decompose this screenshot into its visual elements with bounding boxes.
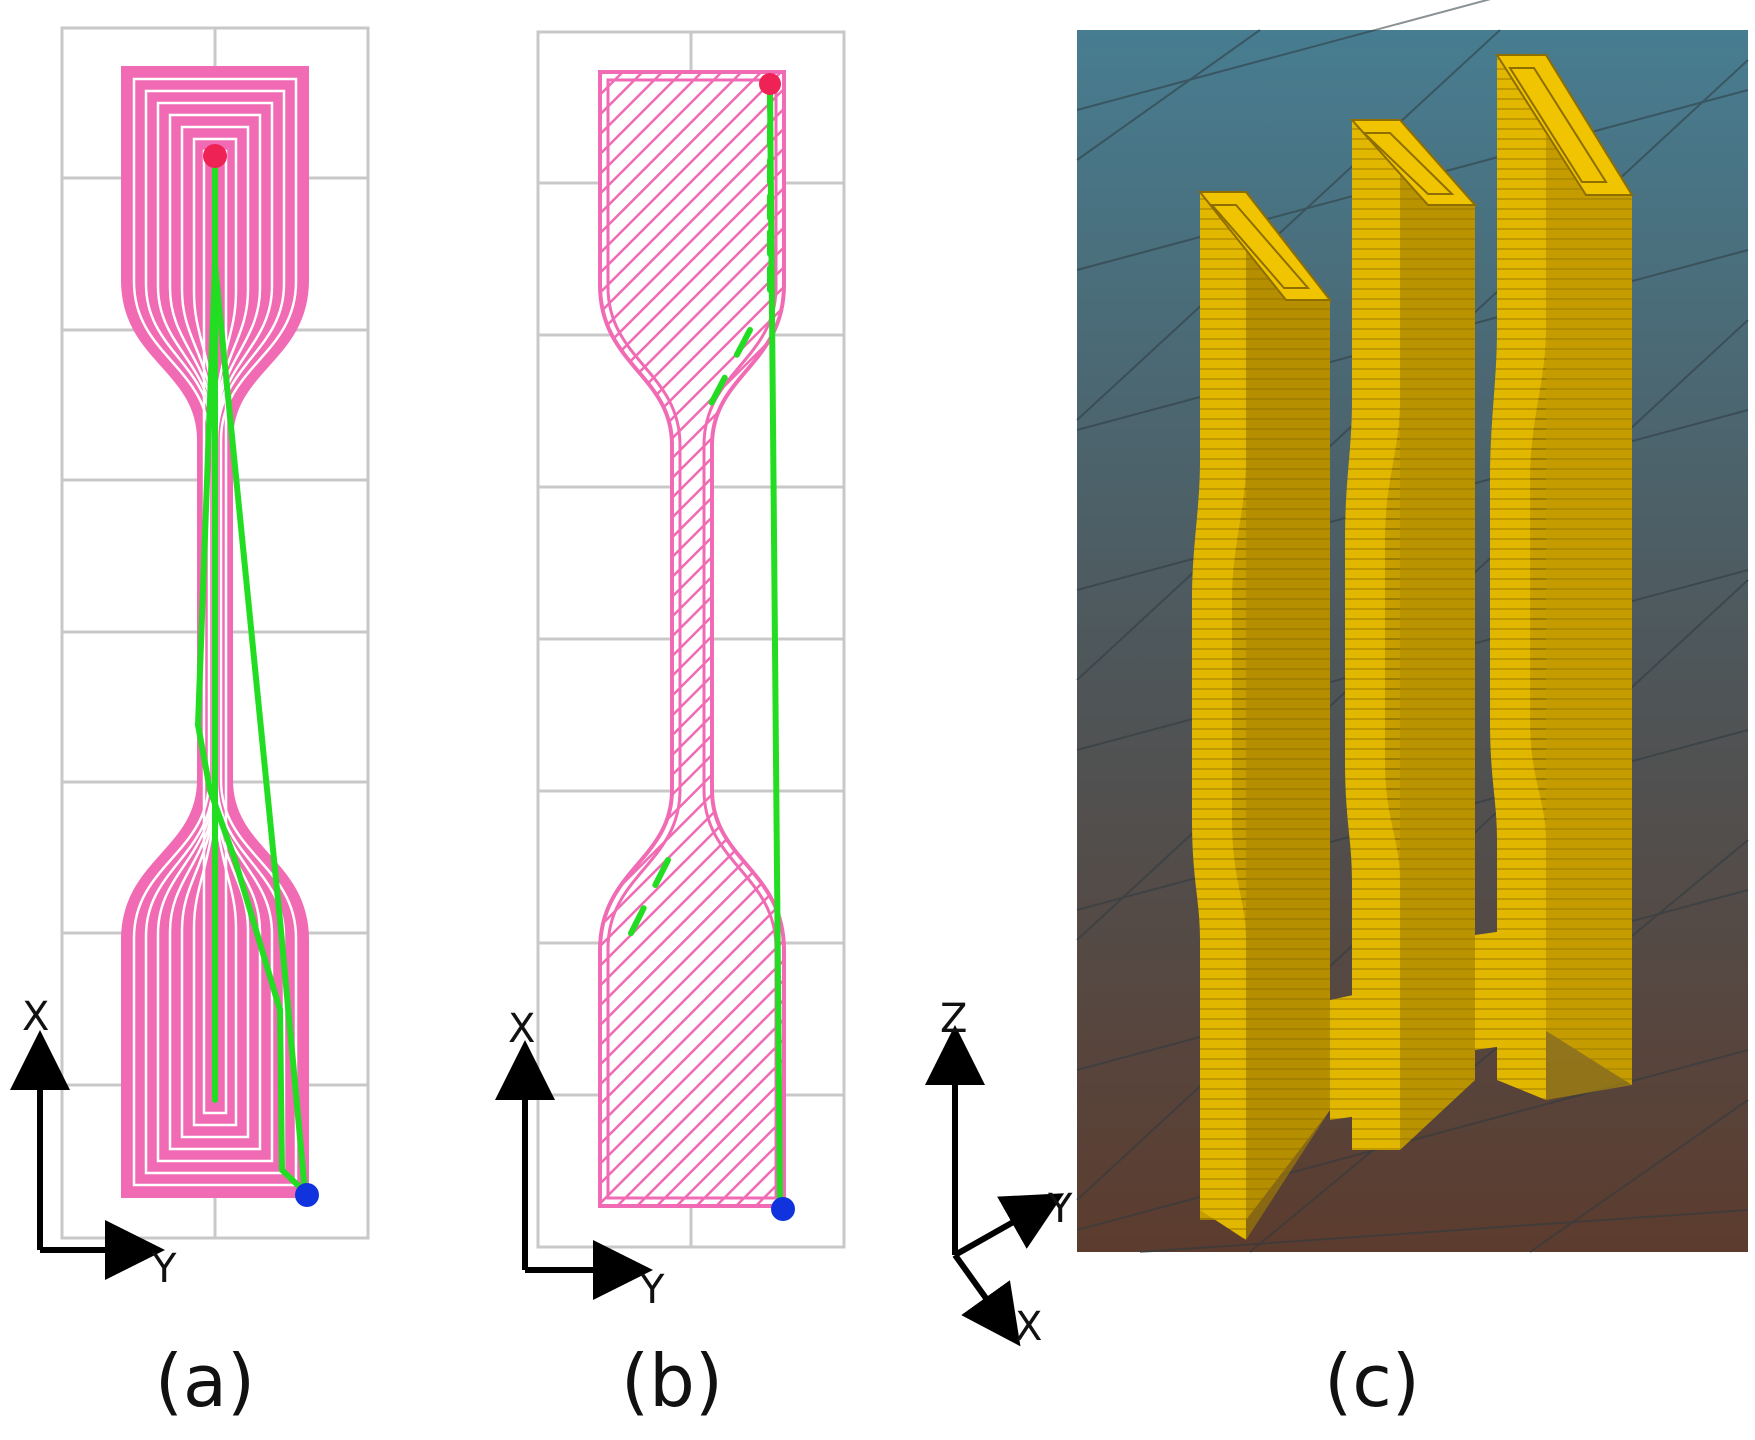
panel-b-caption: (b)	[621, 1339, 723, 1423]
panel-a-axis-y-label: Y	[151, 1246, 177, 1292]
panel-b-start-point	[759, 73, 781, 95]
panel-c-render-view	[1076, 0, 1749, 1253]
panel-a-caption: (a)	[154, 1339, 256, 1423]
panel-b-axis-arrows	[495, 1040, 653, 1300]
panel-c-axis-arrows	[925, 1025, 1065, 1347]
panel-a-start-point	[203, 144, 227, 168]
panel-c-specimen-1	[1192, 191, 1333, 1240]
panel-c: Z Y X	[925, 0, 1749, 1350]
panel-a-end-point	[295, 1183, 319, 1207]
panel-b-travel-moves	[617, 85, 783, 1208]
panel-c-axis-x-label: X	[1015, 1304, 1042, 1350]
panel-c-axis-y-label: Y	[1047, 1186, 1073, 1232]
panel-c-connector-bars	[1330, 925, 1546, 1120]
panel-a-axis-arrows	[9, 1030, 165, 1280]
panel-c-specimen-3	[1490, 54, 1634, 1100]
panel-c-specimen-2	[1345, 119, 1478, 1150]
panel-a-axis-x-label: X	[22, 994, 49, 1040]
panel-c-axis-z-label: Z	[940, 996, 967, 1042]
panel-a: X Y	[9, 26, 370, 1292]
panel-b-end-point	[771, 1197, 795, 1221]
panel-c-caption: (c)	[1324, 1339, 1420, 1423]
panel-b-axis-y-label: Y	[639, 1267, 665, 1313]
panel-b-axis-x-label: X	[508, 1006, 535, 1052]
panel-a-travel-moves	[195, 155, 308, 1195]
panel-b-perimeter	[606, 78, 778, 1200]
panel-b: X Y	[495, 30, 846, 1313]
